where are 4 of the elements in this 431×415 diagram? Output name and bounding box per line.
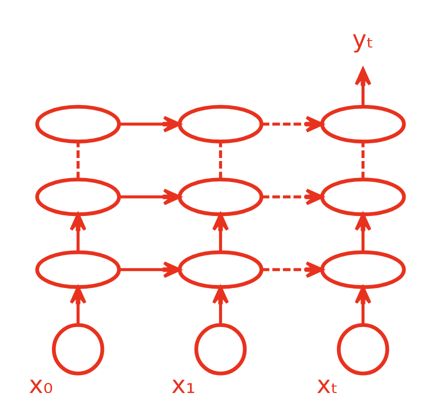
node-text: yₜ [352, 24, 374, 54]
node-label: x₀ [28, 370, 52, 399]
node-label: xₜ [316, 370, 338, 399]
node-label: x₁ [170, 370, 195, 399]
